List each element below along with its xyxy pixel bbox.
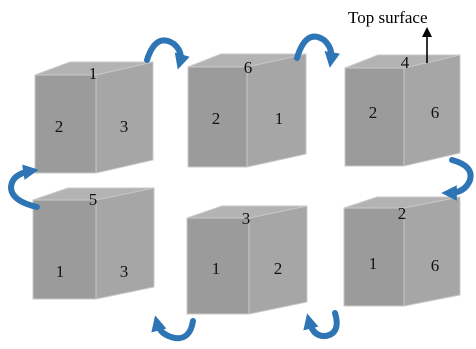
cube-4-front-number: 1 xyxy=(369,254,378,273)
cube-5-top-number: 3 xyxy=(242,209,251,228)
cube-3-right-face xyxy=(403,54,461,167)
cube-4-top-number: 2 xyxy=(398,204,407,223)
cube-6: 5 1 3 xyxy=(32,187,155,300)
curved-arrow-up-icon xyxy=(7,164,40,210)
cube-6-front-number: 1 xyxy=(56,262,65,281)
cube-3: 4 2 6 xyxy=(344,53,461,167)
top-surface-annotation: Top surface xyxy=(348,8,432,63)
cube-2-front-number: 2 xyxy=(212,109,221,128)
cube-4: 2 1 6 xyxy=(343,196,461,307)
cube-1-right-face xyxy=(95,61,154,174)
curved-arrow-right-icon xyxy=(294,33,340,68)
curved-arrow-right-icon xyxy=(144,37,190,70)
cube-1-front-number: 2 xyxy=(55,117,64,136)
top-surface-arrowhead-icon xyxy=(422,27,432,37)
cube-1: 1 2 3 xyxy=(34,61,154,174)
cube-5-right-face xyxy=(248,205,308,315)
cube-1-right-number: 3 xyxy=(120,117,129,136)
curved-arrow-left-icon xyxy=(303,310,340,340)
cube-3-right-number: 6 xyxy=(431,103,440,122)
cube-4-right-face xyxy=(403,196,461,307)
cube-1-front-face xyxy=(34,74,97,174)
top-surface-label: Top surface xyxy=(348,8,428,27)
cube-6-front-face xyxy=(32,199,97,300)
cube-6-top-number: 5 xyxy=(89,190,98,209)
cube-4-right-number: 6 xyxy=(431,256,440,275)
curved-arrow-down-icon xyxy=(441,157,474,201)
cube-2: 6 2 1 xyxy=(187,53,307,168)
curved-arrow-left-icon xyxy=(151,315,196,342)
cube-5: 3 1 2 xyxy=(186,205,308,315)
cube-6-right-number: 3 xyxy=(120,262,129,281)
cube-1-top-number: 1 xyxy=(89,64,98,83)
cube-2-right-number: 1 xyxy=(275,109,284,128)
cube-2-top-number: 6 xyxy=(244,58,253,77)
cube-5-front-number: 1 xyxy=(212,259,221,278)
cube-6-right-face xyxy=(95,187,155,300)
cube-5-right-number: 2 xyxy=(274,259,283,278)
cube-2-right-face xyxy=(246,53,307,168)
cube-3-top-number: 4 xyxy=(401,53,410,72)
cube-3-front-number: 2 xyxy=(369,103,378,122)
